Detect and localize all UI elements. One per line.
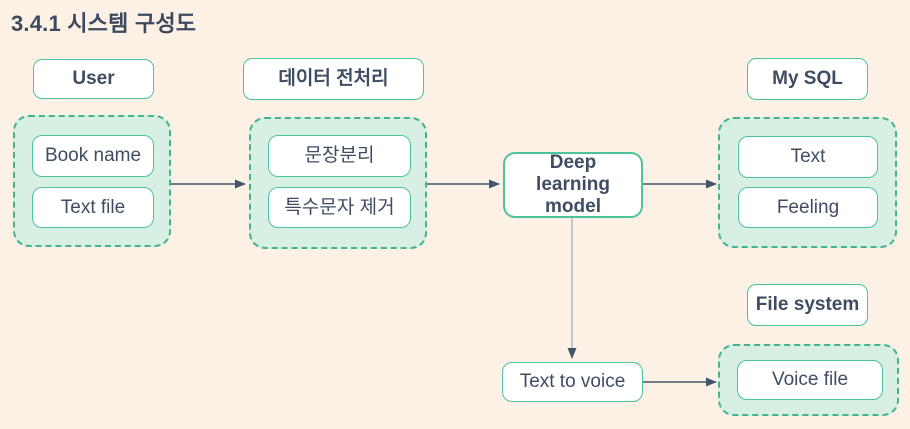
- text-to-voice-node: Text to voice: [502, 362, 643, 402]
- sentence-split-node: 문장분리: [268, 135, 411, 177]
- voice-file-node: Voice file: [737, 360, 883, 400]
- deep-learning-model-node: Deep learning model: [503, 152, 643, 218]
- file-system-label-box: File system: [747, 284, 868, 326]
- user-label-box: User: [33, 59, 154, 99]
- special-char-remove-node: 특수문자 제거: [268, 187, 411, 228]
- page-title: 3.4.1 시스템 구성도: [11, 11, 197, 36]
- data-preprocessing-label-box: 데이터 전처리: [243, 58, 424, 100]
- mysql-label-box: My SQL: [747, 58, 868, 100]
- text-node: Text: [738, 136, 878, 178]
- text-file-node: Text file: [32, 187, 154, 228]
- book-name-node: Book name: [32, 135, 154, 177]
- feeling-node: Feeling: [738, 187, 878, 228]
